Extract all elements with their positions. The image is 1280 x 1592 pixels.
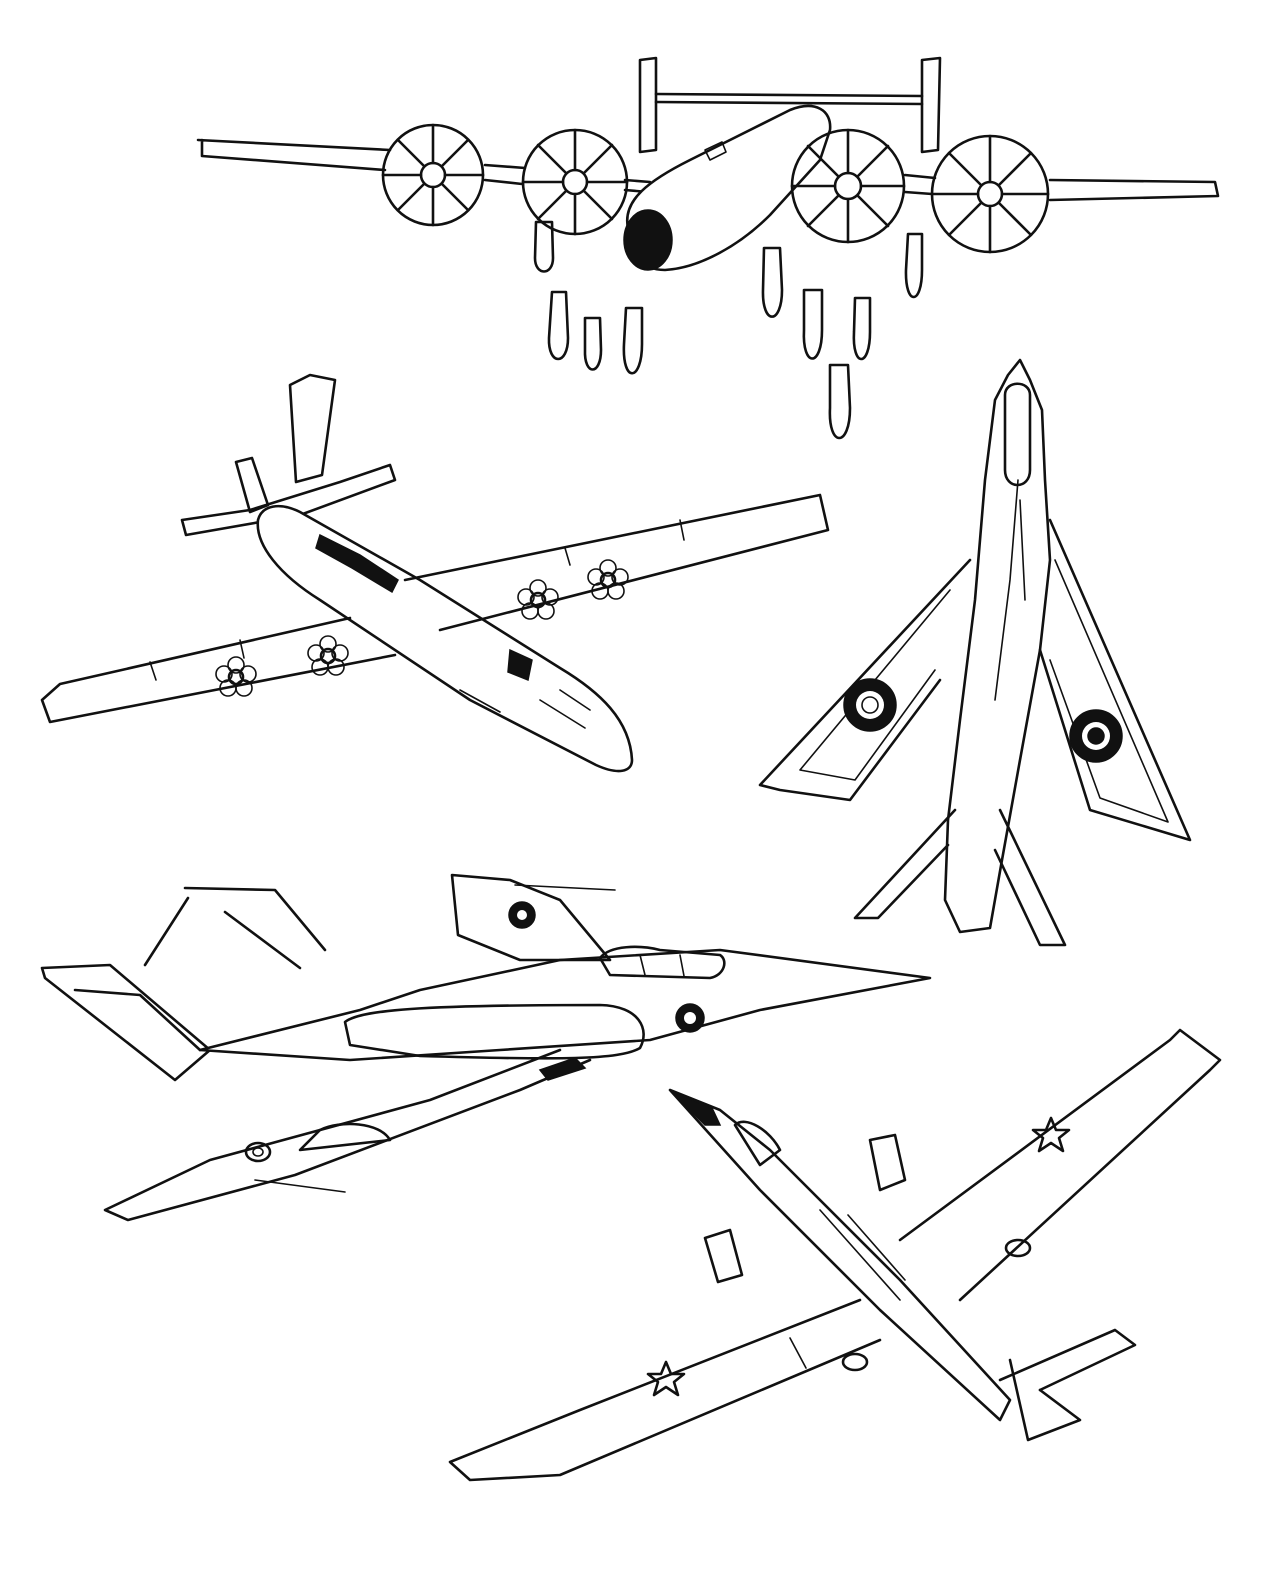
twin-fin-jet-left-tail — [40, 963, 212, 1082]
star-recon-canopy — [733, 1120, 782, 1167]
bomber-right-wing — [903, 173, 1220, 202]
twin-fin-jet-lower-fin — [254, 1179, 346, 1193]
star-roundel-left-icon — [646, 1360, 686, 1397]
flower-jet-cockpit — [507, 648, 533, 682]
bomber-prop-1-blades — [381, 123, 485, 227]
flower-jet-left-wing — [40, 616, 397, 724]
star-recon-spine — [819, 1209, 906, 1301]
bomber-tailplane — [654, 92, 924, 106]
bomber-nose-glazing — [623, 209, 673, 271]
star-recon-left-pod — [703, 1228, 744, 1284]
flower-jet-tailplane — [180, 463, 397, 537]
twin-fin-jet-canopy-frames — [639, 954, 685, 977]
bomber-left-wing-inner — [483, 163, 652, 194]
star-recon-right-pod — [868, 1133, 907, 1192]
star-recon-right-engine — [1004, 1238, 1032, 1258]
flower-roundel-4 — [307, 635, 349, 676]
flower-roundel-3 — [215, 656, 257, 697]
delta-jet-spine — [994, 479, 1026, 701]
bomber-prop-4 — [930, 134, 1050, 254]
star-recon-fin — [1008, 1358, 1082, 1442]
flower-roundel-2 — [587, 559, 629, 600]
twin-fin-jet-canopy — [598, 945, 726, 980]
flower-jet-right-wing — [403, 493, 830, 632]
flower-jet-fin — [288, 373, 337, 484]
flower-jet-intake-stripe — [315, 533, 399, 594]
bomber-prop-2 — [521, 128, 629, 236]
star-roundel-right-icon — [1031, 1116, 1071, 1153]
star-recon-left-wing — [448, 1298, 882, 1482]
flower-jet-right-wing-panels — [564, 519, 685, 566]
star-recon-left-engine — [841, 1352, 869, 1372]
twin-fin-jet-lower-wing — [103, 1048, 592, 1222]
twin-fin-jet-upper-wing — [450, 873, 612, 962]
twin-fin-jet-left-tail-inner — [73, 988, 202, 1052]
delta-jet-right-tailplane — [993, 808, 1067, 947]
flower-roundel-1 — [517, 579, 559, 620]
delta-jet-left-tailplane — [853, 808, 957, 920]
twin-fin-jet-roundel-wing — [244, 1141, 272, 1163]
twin-fin-jet-roundel-fuselage — [675, 1003, 705, 1033]
twin-fin-jet-pod — [298, 1122, 392, 1152]
delta-jet-canopy — [1003, 382, 1032, 487]
flower-jet-left-wing-panels — [149, 639, 245, 681]
bomber-bombs — [533, 220, 924, 440]
twin-fin-jet-aircraft — [40, 873, 932, 1222]
bomber-window — [704, 141, 727, 161]
bomber-prop-3 — [790, 128, 906, 244]
star-recon-left-wing-panel — [789, 1337, 807, 1369]
star-recon-right-wing — [898, 1028, 1222, 1302]
twin-fin-jet-upper-wing-tip — [514, 884, 616, 891]
star-recon-tailplane — [998, 1328, 1137, 1392]
star-recon-nose — [669, 1089, 722, 1126]
bomber-right-fin — [920, 56, 942, 154]
delta-jet-aircraft — [758, 358, 1192, 947]
star-recon-fuselage — [668, 1088, 1012, 1422]
twin-fin-jet-wing-root-shadow — [538, 1057, 587, 1081]
delta-jet-roundel-right — [1069, 709, 1123, 763]
delta-jet-roundel-left — [843, 678, 897, 732]
bomber-left-wing — [196, 138, 392, 172]
bomber-aircraft — [196, 56, 1220, 440]
bomber-prop-1 — [381, 123, 485, 227]
delta-jet-right-wing-inner — [1049, 559, 1169, 823]
bomber-left-fin — [638, 56, 658, 154]
twin-fin-jet-roundel-upper — [508, 901, 536, 929]
flower-jet-fuselage — [256, 504, 634, 773]
delta-jet-fuselage — [943, 358, 1052, 934]
delta-jet-right-wing — [1038, 518, 1192, 842]
flower-jet-aircraft — [40, 373, 830, 773]
delta-jet-left-wing — [758, 558, 972, 802]
twin-fin-jet-right-tail — [143, 886, 327, 970]
flower-jet-small-fin — [234, 456, 270, 514]
flower-jet-panel-lines — [459, 689, 591, 729]
star-recon-aircraft — [448, 1028, 1222, 1482]
